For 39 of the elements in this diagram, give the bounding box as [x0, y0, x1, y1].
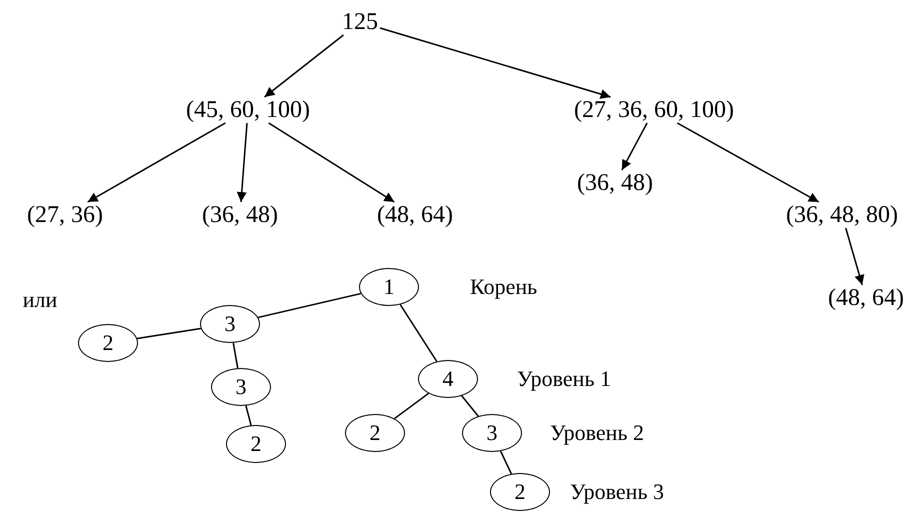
tree-branch-line — [245, 406, 252, 426]
text-label: Уровень 3 — [570, 479, 664, 505]
arrow — [268, 122, 395, 203]
tree-node-oval: 3 — [462, 414, 522, 452]
tree-node-oval: 3 — [200, 305, 260, 343]
tree-node-oval: 2 — [345, 414, 405, 452]
array-node-text: (36, 48) — [577, 171, 653, 195]
array-node-text: (27, 36, 60, 100) — [574, 98, 734, 122]
array-node-text: (27, 36) — [27, 203, 103, 227]
arrow — [380, 27, 611, 99]
arrow — [845, 228, 864, 286]
tree-branch-line — [137, 328, 201, 340]
array-node-text: (36, 48, 80) — [786, 203, 898, 227]
tree-node-oval: 3 — [211, 368, 271, 406]
tree-branch-line — [461, 395, 479, 417]
array-node-text: (45, 60, 100) — [186, 98, 310, 122]
text-label: Уровень 2 — [550, 420, 644, 446]
tree-node-oval: 1 — [359, 268, 419, 306]
tree-node-oval: 2 — [78, 324, 138, 362]
text-label: Корень — [470, 274, 538, 300]
tree-node-oval: 4 — [418, 360, 478, 398]
array-node-text: (48, 64) — [828, 286, 904, 310]
arrow — [236, 122, 248, 202]
tree-branch-line — [400, 304, 438, 362]
arrow — [621, 122, 648, 170]
tree-node-oval: 2 — [490, 473, 550, 511]
arrow — [676, 122, 820, 203]
array-node-text: (48, 64) — [377, 203, 453, 227]
text-label: Уровень 1 — [517, 366, 611, 392]
array-node-text: 125 — [342, 10, 378, 34]
tree-branch-line — [258, 292, 361, 318]
array-node-text: (36, 48) — [202, 203, 278, 227]
tree-node-oval: 2 — [226, 425, 286, 463]
tree-branch-line — [232, 342, 238, 368]
text-label: или — [22, 287, 58, 313]
tree-branch-line — [394, 392, 429, 420]
arrow — [87, 122, 226, 203]
tree-branch-line — [500, 450, 512, 474]
arrow — [264, 34, 344, 98]
